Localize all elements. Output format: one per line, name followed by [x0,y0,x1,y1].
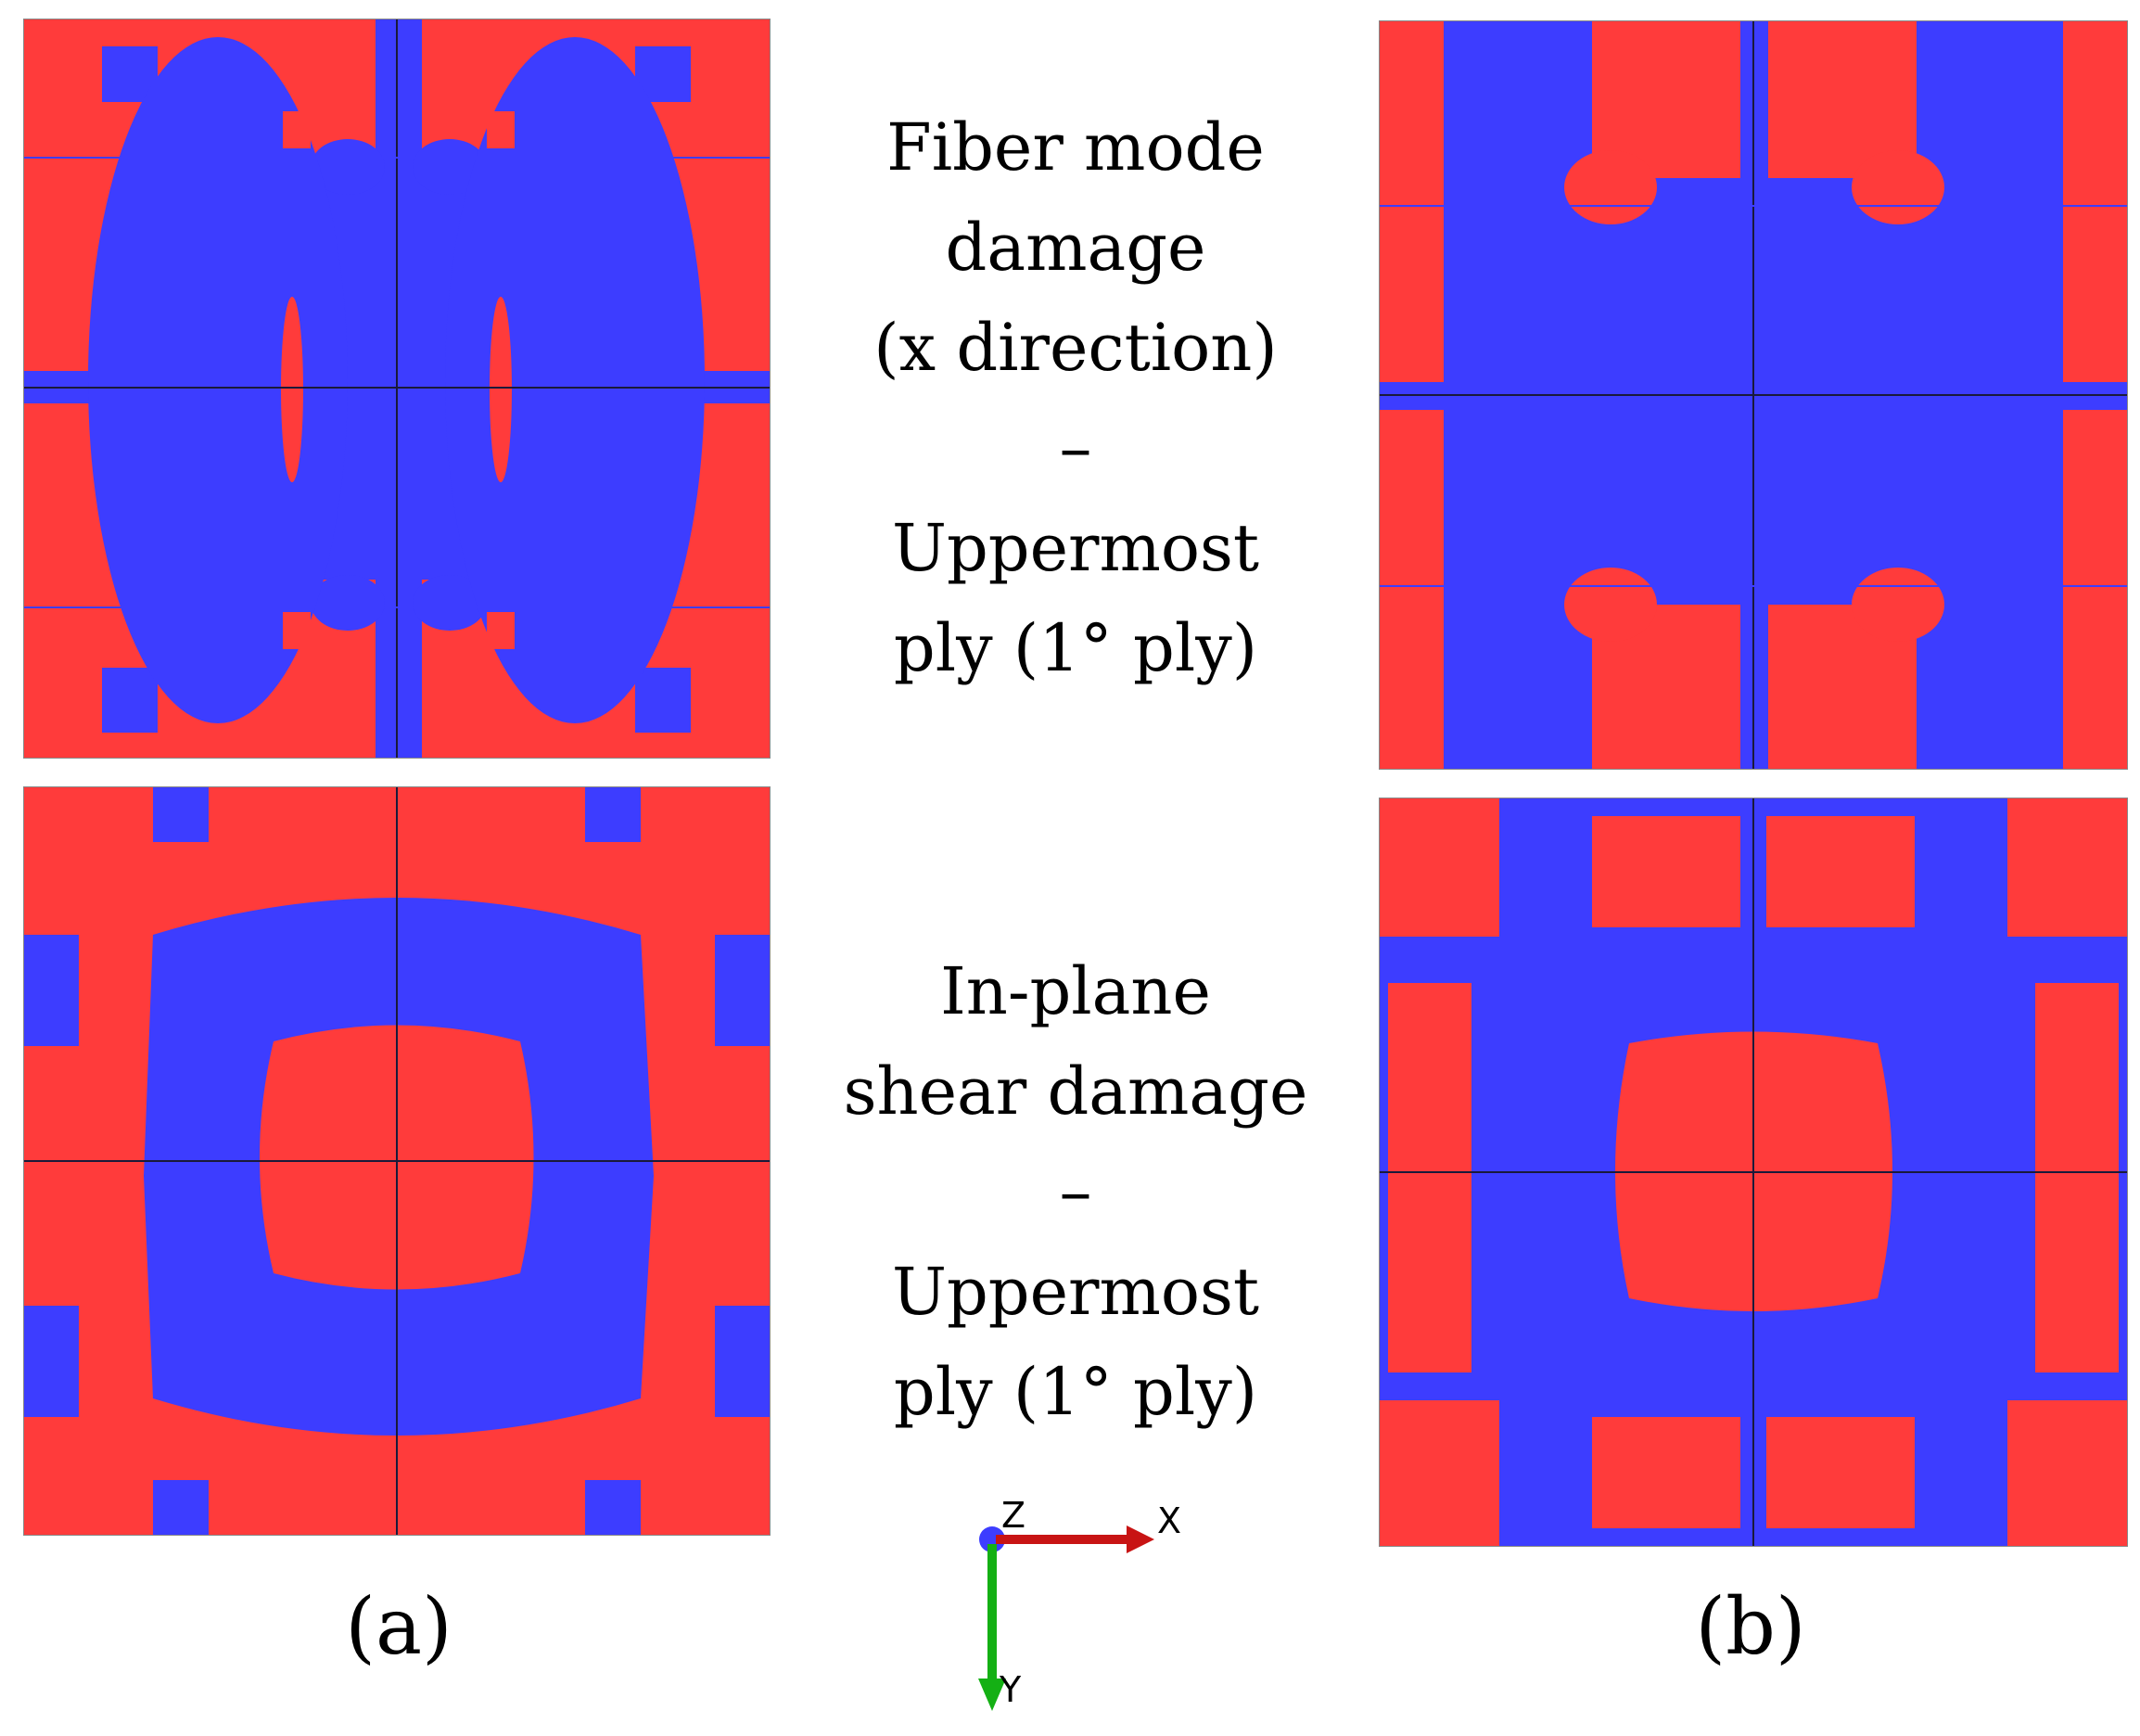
x-axis-label: X [1157,1500,1181,1541]
text-line: damage [945,210,1206,286]
damaged-spots [281,111,515,649]
text-block-shear-damage: In-plane shear damage – Uppermost ply (1… [797,941,1354,1442]
text-line: ply (1° ply) [893,610,1258,686]
damaged-lobes [1388,816,2119,1528]
y-axis-label: Y [999,1669,1022,1710]
z-axis-marker [979,1526,1005,1552]
mesh-lines [23,19,771,759]
mesh-lines [1379,20,2128,770]
z-axis-label: Z [1001,1495,1025,1536]
text-line: Uppermost [891,1254,1260,1330]
text-line: – [1059,1154,1092,1230]
caption-a: (a) [345,1581,452,1672]
text-line: Uppermost [891,510,1260,586]
mesh-lines [1379,798,2128,1547]
plot-a-shear-damage [23,786,771,1536]
y-axis-arrowhead [978,1679,1006,1711]
text-line: (x direction) [873,310,1278,386]
plot-a-fiber-damage [23,19,771,759]
lobe-regions [88,37,705,723]
text-line: – [1059,410,1092,486]
plot-b-shear-damage [1379,798,2128,1547]
plot-b-fiber-damage [1379,20,2128,770]
caption-b: (b) [1695,1581,1806,1672]
text-line: Fiber mode [886,109,1265,185]
x-axis-arrowhead [1127,1525,1154,1553]
axis-triad: Z X Y [978,1495,1181,1711]
mesh-lines [23,786,771,1536]
text-line: ply (1° ply) [893,1354,1258,1430]
text-line: In-plane [940,953,1211,1029]
text-block-fiber-damage: Fiber mode damage (x direction) – Upperm… [797,97,1354,698]
text-line: shear damage [843,1053,1308,1130]
